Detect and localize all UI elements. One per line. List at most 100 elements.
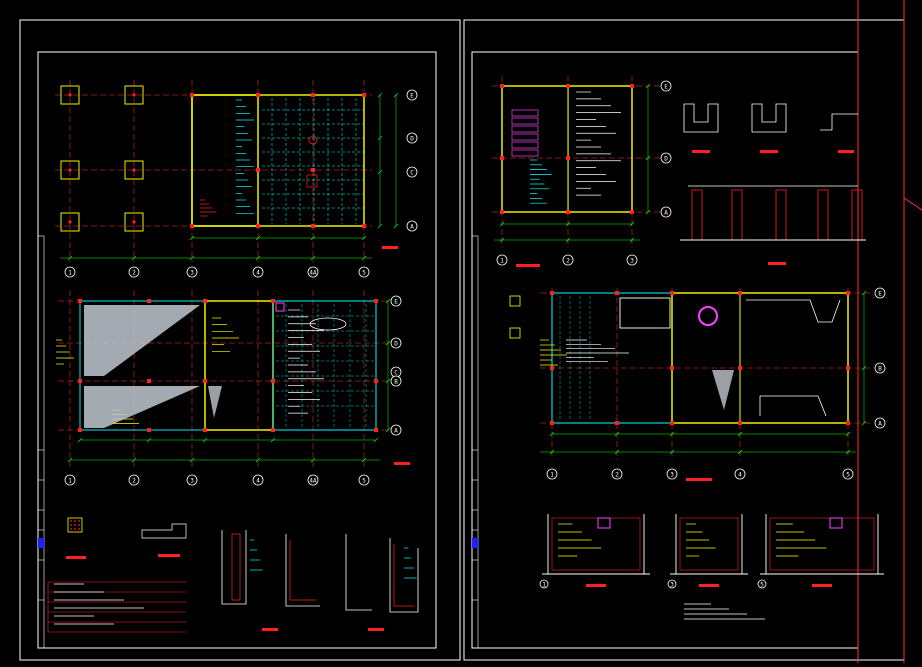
column-node — [132, 220, 135, 223]
axis-label: 3 — [190, 270, 194, 277]
stair-tread — [512, 142, 538, 148]
grid-node — [500, 156, 504, 160]
grid-node — [311, 168, 315, 172]
axis-label: 5 — [846, 472, 850, 479]
axis-label: 2 — [132, 478, 136, 485]
axis-label: 5 — [362, 478, 366, 485]
detail-title-icon — [768, 262, 786, 265]
detail-profile — [752, 104, 786, 132]
section-title-icon — [262, 628, 278, 631]
section-rebar — [680, 518, 738, 570]
elevation-pier — [732, 190, 742, 240]
grid-node — [256, 224, 260, 228]
axis-label: C — [394, 370, 398, 377]
rebar-dot — [70, 524, 72, 526]
detail-profile — [820, 114, 858, 130]
axis-label: A — [878, 421, 882, 428]
right-title-block — [472, 236, 478, 648]
axis-label: 1 — [500, 258, 504, 265]
wall-rect — [192, 95, 364, 226]
rebar-dot — [70, 520, 72, 522]
grid-node — [362, 224, 366, 228]
axis-label: E — [664, 84, 668, 91]
stair-tread — [512, 110, 538, 116]
grid-node — [670, 291, 674, 295]
wall-rect — [502, 86, 632, 212]
section-profile — [286, 534, 320, 606]
section-title-icon — [368, 628, 384, 631]
grid-node — [147, 379, 151, 383]
grid-node — [147, 299, 151, 303]
grid-node — [203, 428, 207, 432]
grid-node — [78, 299, 82, 303]
axis-label: 1 — [542, 582, 546, 589]
stair-tread — [512, 134, 538, 140]
grid-node — [566, 156, 570, 160]
highlight-box — [276, 303, 284, 311]
grid-node — [630, 210, 634, 214]
wall-rect — [502, 86, 568, 212]
dimension-lines — [60, 84, 866, 462]
plan-title-icon — [394, 462, 410, 465]
section-walls — [542, 514, 650, 574]
tank-outline — [620, 298, 670, 328]
axis-label: 1 — [550, 472, 554, 479]
rebar-dot — [78, 520, 80, 522]
rebar-dot — [74, 528, 76, 530]
column-node — [132, 168, 135, 171]
axis-label: 1 — [68, 270, 72, 277]
grid-node — [256, 93, 260, 97]
detail-title-icon — [158, 554, 180, 557]
wall-profile — [746, 300, 840, 322]
plan-title-icon — [686, 478, 712, 481]
elevation-pier — [818, 190, 828, 240]
section-profile — [346, 534, 372, 610]
axis-label: E — [878, 291, 882, 298]
detail-title-icon — [692, 150, 710, 153]
plan-title-icon — [382, 246, 398, 249]
column-node — [68, 220, 71, 223]
axis-label: C — [410, 170, 414, 177]
stair-tread — [512, 118, 538, 124]
elevation-pier — [776, 190, 786, 240]
grid-node — [271, 299, 275, 303]
rebar-dot — [78, 528, 80, 530]
rebar-profile — [232, 534, 240, 600]
stair-tread — [512, 150, 538, 156]
left-title-block — [38, 236, 44, 648]
grid-node — [550, 421, 554, 425]
axis-label: A — [394, 428, 398, 435]
grid-node — [550, 291, 554, 295]
column-node — [68, 168, 71, 171]
axis-label: 5 — [760, 582, 764, 589]
axis-label: D — [664, 156, 668, 163]
slope-hatch — [84, 386, 200, 428]
rebar-profile — [290, 540, 316, 600]
axis-label: 4A — [309, 478, 317, 485]
detail-column — [510, 328, 520, 338]
detail-profile — [684, 104, 718, 132]
axis-label: D — [394, 341, 398, 348]
section-title-icon — [812, 584, 832, 587]
detail-graphics — [54, 104, 884, 631]
grid-node — [311, 224, 315, 228]
grid-node — [846, 291, 850, 295]
grid-node — [615, 421, 619, 425]
section-walls — [760, 514, 884, 574]
grid-node — [374, 379, 378, 383]
wall-profile — [760, 396, 826, 416]
axis-label: 3 — [630, 258, 634, 265]
grid-node — [78, 428, 82, 432]
grid-node — [362, 93, 366, 97]
slope-hatch — [84, 305, 200, 376]
plan-title-icon — [516, 264, 540, 267]
grid-node — [566, 84, 570, 88]
column-node — [132, 93, 135, 96]
right-inner-border — [472, 52, 858, 648]
axis-label: E — [394, 299, 398, 306]
elevation-pier — [852, 190, 862, 240]
rebar-dot — [74, 524, 76, 526]
